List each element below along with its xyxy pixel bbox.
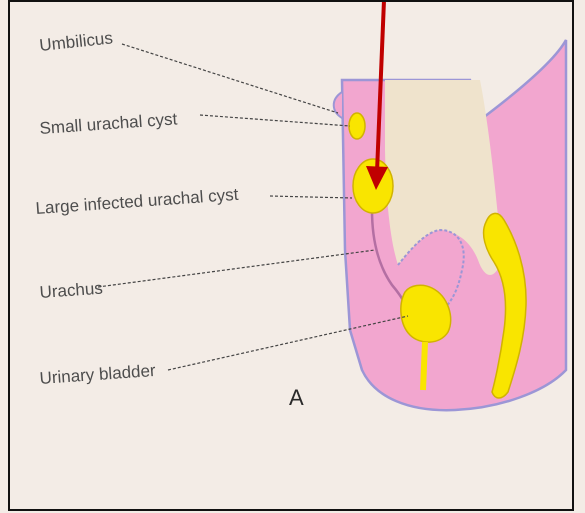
image-border xyxy=(8,0,574,511)
